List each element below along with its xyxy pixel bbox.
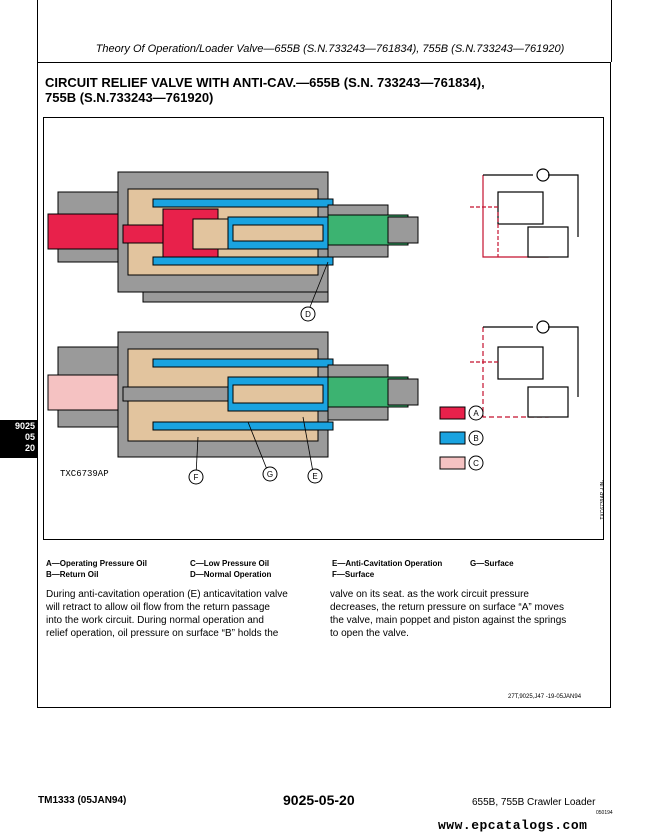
legend-a: A—Operating Pressure Oil [46,559,147,568]
legend-g: G—Surface [470,559,514,568]
legend-b: B—Return Oil [46,570,99,579]
figure-frame [43,117,604,540]
section-title-line1: CIRCUIT RELIEF VALVE WITH ANTI-CAV.—655B… [45,75,485,90]
callout-e: E [307,468,323,484]
watermark-url[interactable]: www.epcatalogs.com [438,818,588,833]
color-key-a: A [439,405,484,421]
body-right-line4: to open the valve. [330,628,409,639]
reference-code: 27T,9025,J47 -19-05JAN94 [508,694,582,700]
callout-d: D [300,306,316,322]
callout-g: G [262,466,278,482]
relief-valve-illustration: D F G E [47,168,579,485]
content-frame [37,62,611,708]
color-key-c: C [439,455,484,471]
body-text-left: During anti-cavitation operation (E) ant… [46,588,321,640]
footer-page-number: 9025-05-20 [283,792,355,808]
body-right-line1: valve on its seat. as the work circuit p… [330,589,529,600]
valve-upper-normal [47,171,419,313]
schematic-upper [468,168,579,258]
page-header-title: Theory Of Operation/Loader Valve—655B (S… [95,43,565,55]
legend-e: E—Anti-Cavitation Operation [332,559,443,568]
body-right-line2: decreases, the return pressure on surfac… [330,602,564,613]
color-key-b: B [439,430,484,446]
svg-text:G: G [267,470,273,479]
svg-text:D: D [305,310,311,319]
body-left-line1: During anti-cavitation operation (E) ant… [46,589,288,600]
svg-text:C: C [473,459,479,468]
body-left-line4: relief operation, oil pressure on surfac… [46,628,279,639]
section-tab-line1: 9025 [14,421,35,431]
footer-product: 655B, 755B Crawler Loader [472,797,596,808]
frame-right-rule [611,0,612,62]
legend-f: F—Surface [332,570,375,579]
section-tab-line3: 20 [24,443,35,453]
figure-side-code: TXC6739AP -UN- [600,480,606,520]
section-title: CIRCUIT RELIEF VALVE WITH ANTI-CAV.—655B… [45,75,485,105]
svg-text:F: F [194,473,199,482]
legend-d: D—Normal Operation [190,570,272,579]
legend-c: C—Low Pressure Oil [190,559,270,568]
footer-code: 050194 [596,810,613,816]
section-tab: 9025 05 20 [0,420,38,458]
figure-id: TXC6739AP [60,469,109,479]
svg-text:A: A [473,409,479,418]
svg-text:E: E [312,472,317,481]
schematic-lower [468,320,579,418]
frame-left-rule [37,0,38,62]
callout-f: F [188,469,204,485]
footer-manual-id: TM1333 (05JAN94) [38,795,127,806]
body-left-line3: into the work circuit. During normal ope… [46,615,264,626]
section-title-line2: 755B (S.N.733243—761920) [45,90,214,105]
body-right-line3: the valve, main poppet and piston agains… [330,615,567,626]
valve-lower-anticav [47,331,419,476]
body-left-line2: will retract to allow oil flow from the … [46,602,270,613]
section-tab-line2: 05 [24,432,35,442]
svg-text:B: B [473,434,478,443]
body-text-right: valve on its seat. as the work circuit p… [330,588,605,640]
